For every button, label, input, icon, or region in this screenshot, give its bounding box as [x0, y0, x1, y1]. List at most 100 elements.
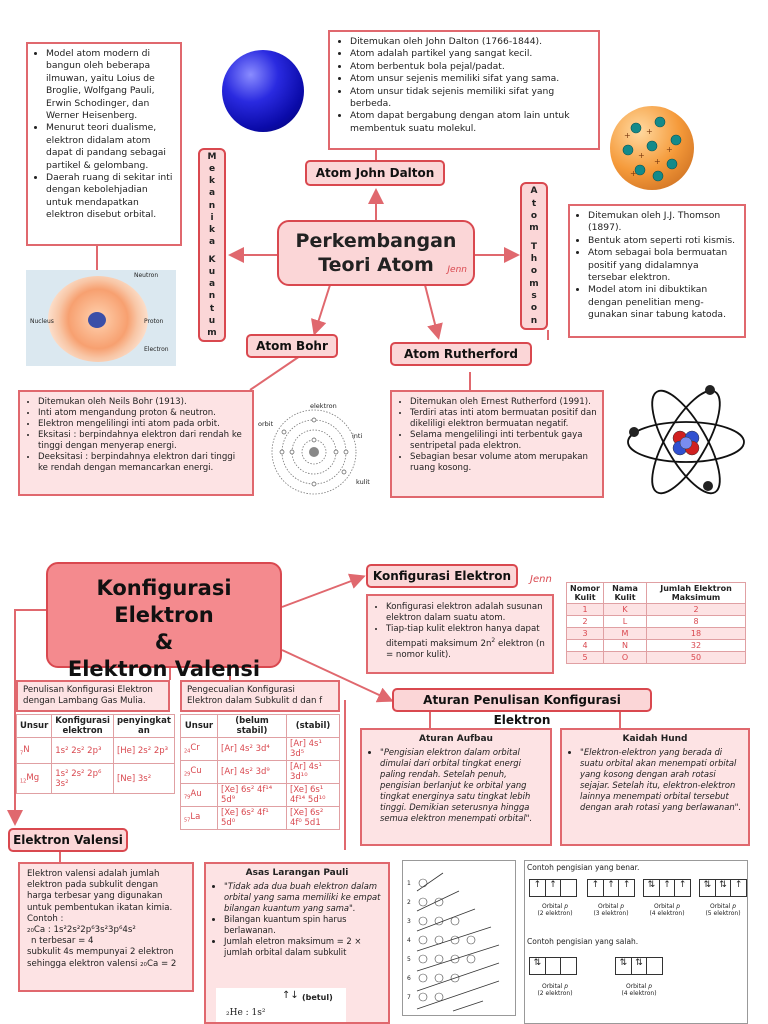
label-letter: m: [207, 327, 217, 338]
dalton-label: Atom John Dalton: [305, 160, 445, 186]
label-letter: M: [207, 152, 217, 163]
svg-text:+: +: [666, 145, 673, 154]
table-cell: [Xe] 6s² 4f⁰ 5d1: [286, 806, 340, 830]
aufbau-box: Aturan Aufbau "Pengisian elektron dalam …: [360, 728, 552, 846]
caption-text: p: [676, 903, 681, 910]
table-header: Unsur: [15, 714, 53, 738]
orbital-example-correct: ⇅ ↑ ↑: [643, 879, 691, 899]
caption-text: (5 elektron): [705, 910, 741, 917]
table-cell: [Ne] 3s²: [112, 763, 175, 794]
orbital-example-wrong: ⇅ ⇅: [615, 957, 663, 977]
element-symbol: Au: [190, 789, 202, 800]
orbital-example-wrong: ⇅: [529, 957, 577, 977]
caption-text: p: [564, 983, 569, 990]
list-item: Atom unsur sejenis memiliki sifat yang s…: [350, 73, 592, 85]
gas-mulia-table-grid: Unsur Konfigurasi elektron penyingkat an…: [15, 714, 175, 794]
konfigurasi-description-box: Konfigurasi elektron adalah susunan elek…: [366, 594, 554, 674]
thomson-description-box: Ditemukan oleh J.J. Thomson (1897). Bent…: [568, 204, 746, 338]
mekanika-kuantum-box: Model atom modern di bangun oleh beberap…: [26, 42, 182, 246]
table-row: 4 N 32: [566, 639, 746, 652]
gas-mulia-table: Unsur Konfigurasi elektron penyingkat an…: [15, 714, 175, 794]
atomic-number: 29: [184, 771, 191, 778]
label-letter: n: [208, 291, 216, 302]
thomson-atom-image: +++ +++: [610, 106, 694, 190]
svg-text:+: +: [646, 127, 653, 136]
title-line: &: [154, 630, 174, 654]
caption-text: Orbital: [625, 983, 647, 990]
label-letter: k: [209, 176, 215, 187]
table-cell: [Xe] 6s² 4f¹⁴ 5d⁹: [217, 783, 287, 807]
valensi-example: ₂₀Ca : 1s²2s²2p⁶3s²3p⁶4s²: [27, 925, 136, 936]
table-header: Konfigurasi elektron: [51, 714, 114, 738]
salah-title: Contoh pengisian yang salah.: [527, 937, 639, 946]
aufbau-text: "Pengisian elektron dalam orbital dimula…: [380, 747, 544, 824]
table-cell: 4: [566, 639, 604, 652]
table-cell: M: [603, 627, 647, 640]
table-cell: 5: [566, 651, 604, 664]
table-header: (stabil): [286, 714, 340, 738]
kulit-label: kulit: [356, 478, 370, 486]
table-row: 57La [Xe] 6s² 4f¹ 5d⁰ [Xe] 6s² 4f⁰ 5d1: [180, 806, 340, 830]
list-item: Ditemukan oleh John Dalton (1766-1844).: [350, 36, 592, 48]
list-item: Ditemukan oleh Neils Bohr (1913).: [38, 397, 247, 408]
bohr-orbits-icon: [271, 409, 357, 495]
label-letter: o: [530, 210, 538, 221]
bohr-label: Atom Bohr: [246, 334, 338, 358]
caption-text: (4 elektron): [649, 910, 685, 917]
valensi-line: n terbesar = 4: [31, 936, 94, 947]
nucleus-label: Nucleus: [30, 318, 54, 325]
label-letter: u: [208, 267, 216, 278]
pengecualian-table: Unsur (belum stabil) (stabil) 24Cr [Ar] …: [180, 714, 340, 830]
title-line: Perkembangan: [295, 230, 457, 252]
table-cell: [Ar] 4s² 3d⁹: [217, 760, 287, 784]
konfigurasi-list: Konfigurasi elektron adalah susunan elek…: [374, 602, 547, 661]
quantum-atom-image: Neutron Nucleus Proton Electron: [26, 270, 176, 366]
gas-mulia-title-box: Penulisan Konfigurasi Elektron dengan La…: [16, 680, 170, 712]
table-cell: [He] 2s² 2p³: [112, 737, 175, 764]
label-letter: s: [531, 290, 537, 301]
rutherford-list: Ditemukan oleh Ernest Rutherford (1991).…: [398, 397, 597, 474]
list-item: Atom adalah partikel yang sangat kecil.: [350, 48, 592, 60]
hund-text: "Elektron-elektron yang berada di suatu …: [580, 747, 742, 813]
pauli-box: Asas Larangan Pauli "Tidak ada dua buah …: [204, 862, 390, 1024]
list-item: Model atom ini dibuktikan dengan penelit…: [588, 284, 739, 321]
list-item: "Tidak ada dua buah elektron dalam orbit…: [224, 881, 382, 914]
orbital-caption: Orbital p(3 elektron): [585, 903, 637, 917]
title-line: Teori Atom: [318, 254, 434, 276]
atomic-number: 57: [184, 817, 191, 824]
bohr-description-box: Ditemukan oleh Neils Bohr (1913). Inti a…: [18, 390, 254, 496]
list-item: Jumlah eletron maksimum = 2 × jumlah orb…: [224, 936, 382, 958]
label-letter: i: [210, 212, 214, 223]
bohr-list: Ditemukan oleh Neils Bohr (1913). Inti a…: [26, 397, 247, 474]
level-number: 4: [407, 937, 411, 944]
main-title-konfigurasi: Konfigurasi Elektron & Elektron Valensi: [46, 562, 282, 681]
orbital-caption: Orbital p(4 elektron): [641, 903, 693, 917]
valensi-line: subkulit 4s mempunyai 2 elektron sehingg…: [27, 947, 177, 969]
table-row: 7N 1s² 2s² 2p³ [He] 2s² 2p³: [15, 737, 175, 764]
table-cell: K: [603, 603, 647, 616]
elektron-valensi-label: Elektron Valensi: [8, 828, 128, 852]
orbital-caption: Orbital p(4 elektron): [613, 983, 665, 997]
table-cell: [Ar] 4s² 3d⁴: [217, 737, 287, 761]
label-letter: t: [209, 303, 215, 314]
table-row: 5 O 50: [566, 651, 746, 664]
table-row: 1 K 2: [566, 603, 746, 616]
aufbau-title: Aturan Aufbau: [419, 734, 493, 744]
orbital-caption: Orbital p(2 elektron): [529, 903, 581, 917]
element-symbol: La: [190, 812, 201, 823]
table-cell: [Xe] 6s² 4f¹ 5d⁰: [217, 806, 287, 830]
proton-label: Proton: [144, 318, 164, 325]
text-part: Tiap-tiap kulit elektron hanya dapat dit…: [386, 624, 540, 649]
table-cell: 3: [566, 627, 604, 640]
betul-label: (betul): [302, 993, 333, 1002]
thomson-list: Ditemukan oleh J.J. Thomson (1897). Bent…: [576, 210, 739, 322]
signature: Jenn: [447, 265, 467, 275]
label-letter: n: [530, 315, 538, 326]
table-cell: 32: [646, 639, 746, 652]
table-cell: 50: [646, 651, 746, 664]
thomson-electrons-icon: +++ +++: [622, 116, 682, 182]
list-item: Daerah ruang di sekitar inti dengan kebo…: [46, 172, 175, 222]
table-row: 12Mg 1s² 2s² 2p⁶ 3s² [Ne] 3s²: [15, 763, 175, 794]
element-symbol: Cu: [190, 766, 202, 777]
aufbau-arrows-icon: 1 2 3 4 5 6 7: [407, 872, 500, 1012]
